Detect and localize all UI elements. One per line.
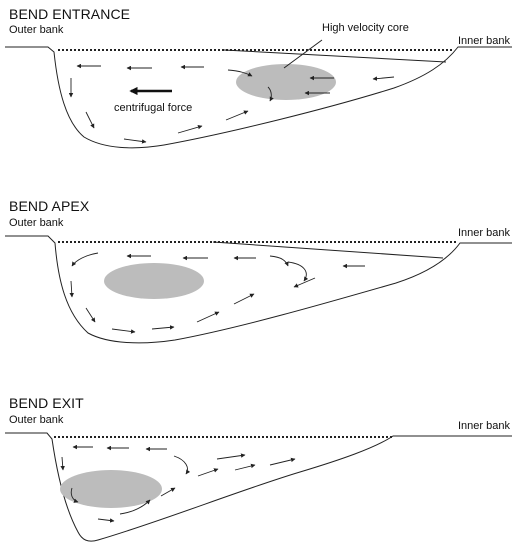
ground-line-exit — [5, 432, 512, 542]
cross-section-entrance — [5, 39, 512, 149]
circulation-arrows-entrance — [68, 63, 395, 144]
outer-bank-label-entrance: Outer bank — [9, 24, 64, 36]
core-label-entrance: High velocity core — [322, 22, 409, 34]
high-velocity-core-exit — [60, 470, 162, 508]
high-velocity-core-entrance — [236, 64, 336, 100]
section-title-entrance: BEND ENTRANCE — [9, 6, 131, 22]
force-label-entrance: centrifugal force — [114, 102, 193, 114]
inner-bank-label-apex: Inner bank — [458, 227, 510, 239]
section-title-exit: BEND EXIT — [9, 395, 84, 411]
high-velocity-core-apex — [104, 263, 204, 299]
circulation-arrows-exit — [60, 444, 296, 523]
cross-section-apex — [5, 235, 512, 344]
outer-bank-label-exit: Outer bank — [9, 414, 64, 426]
flow-boundary-line-entrance — [223, 49, 447, 63]
flow-boundary-line-apex — [212, 241, 444, 259]
core-leader-line — [283, 39, 323, 69]
circulation-arrows-apex — [69, 252, 365, 334]
outer-bank-label-apex: Outer bank — [9, 217, 64, 229]
ground-line-entrance — [5, 46, 512, 149]
ground-line-apex — [5, 235, 512, 344]
inner-bank-label-entrance: Inner bank — [458, 35, 510, 47]
inner-bank-label-exit: Inner bank — [458, 420, 510, 432]
section-title-apex: BEND APEX — [9, 198, 90, 214]
cross-section-exit — [5, 432, 512, 542]
